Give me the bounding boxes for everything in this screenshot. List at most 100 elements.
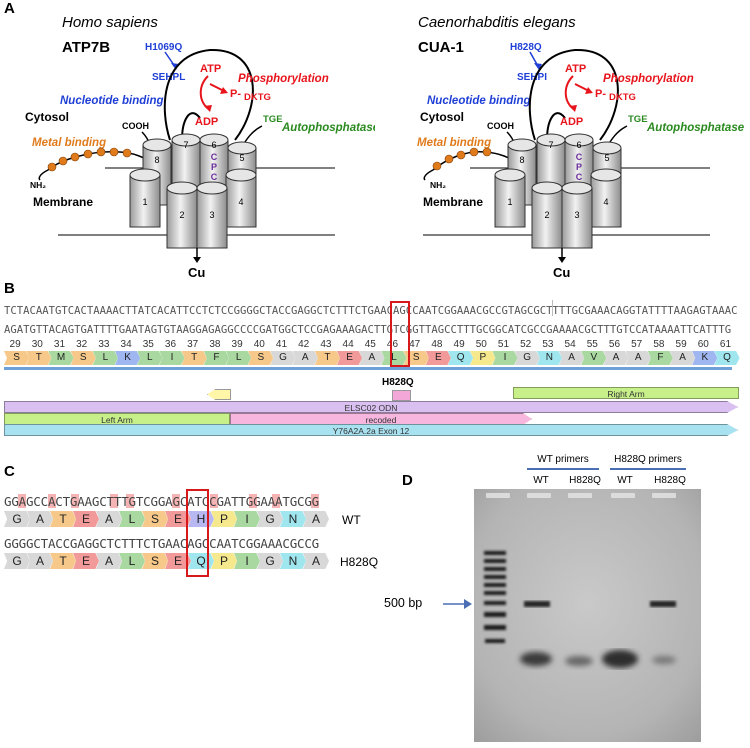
tge-right: TGE bbox=[628, 114, 648, 125]
atp-left: ATP bbox=[200, 63, 221, 75]
helix-5-right: 5 bbox=[604, 153, 609, 163]
helix-3-left: 3 bbox=[209, 210, 214, 220]
aa-position-number: 55 bbox=[586, 339, 598, 350]
amino-acid-cell: M bbox=[48, 351, 74, 365]
phosphorylation-left: Phosphorylation bbox=[238, 73, 329, 85]
amino-acid-cell: E bbox=[165, 511, 191, 527]
aa-position-number: 38 bbox=[209, 339, 221, 350]
cpc-p-right: P bbox=[576, 162, 582, 172]
seq-top-strand: TCTACAATGTCACTAAAACTTATCACATTCCTCTCCGGGG… bbox=[4, 305, 738, 317]
amino-acid-cell: E bbox=[337, 351, 363, 365]
amino-acid-cell: I bbox=[234, 511, 260, 527]
amino-acid-cell: A bbox=[292, 351, 318, 365]
amino-acid-cell: I bbox=[159, 351, 185, 365]
amino-acid-cell: L bbox=[226, 351, 252, 365]
amino-acid-cell: T bbox=[26, 351, 52, 365]
amino-acid-cell: A bbox=[670, 351, 696, 365]
h828q-feature-box bbox=[392, 390, 411, 401]
amino-acid-cell: P bbox=[211, 511, 237, 527]
amino-acid-cell: K bbox=[115, 351, 141, 365]
cooh-right: COOH bbox=[487, 121, 514, 131]
amino-acid-cell: A bbox=[303, 553, 329, 569]
amino-acid-cell: E bbox=[73, 553, 99, 569]
amino-acid-cell: N bbox=[280, 511, 306, 527]
mutation-left: H1069Q bbox=[145, 42, 182, 53]
cpc-c1-left: C bbox=[211, 152, 218, 162]
panel-b-letter: B bbox=[4, 280, 15, 297]
protein-left: ATP7B bbox=[62, 39, 110, 56]
atp-right: ATP bbox=[565, 63, 586, 75]
cu-left: Cu bbox=[188, 265, 205, 280]
lane-2-label: H828Q bbox=[569, 475, 601, 486]
aa-position-number: 56 bbox=[608, 339, 621, 350]
h828q-row-label: H828Q bbox=[340, 555, 379, 569]
aa-position-number: 45 bbox=[364, 339, 376, 350]
aa-position-number: 42 bbox=[298, 339, 310, 350]
amino-acid-cell: G bbox=[270, 351, 296, 365]
right-arm-feature: Right Arm bbox=[513, 387, 739, 399]
amino-acid-cell: A bbox=[559, 351, 585, 365]
amino-acid-cell: A bbox=[96, 511, 122, 527]
amino-acid-cell: A bbox=[303, 511, 329, 527]
amino-acid-cell: F bbox=[647, 351, 673, 365]
exon-12-feature: Y76A2A.2a Exon 12 bbox=[4, 424, 738, 436]
cytosol-left: Cytosol bbox=[25, 110, 69, 124]
amino-acid-cell: G bbox=[4, 511, 30, 527]
amino-acid-cell: T bbox=[314, 351, 340, 365]
panel-a-right-diagram: Caenorhabditis elegans CUA-1 H828Q SEHPI… bbox=[417, 14, 745, 280]
amino-acid-cell: A bbox=[359, 351, 385, 365]
amino-acid-cell: A bbox=[603, 351, 629, 365]
adp-right: ADP bbox=[560, 116, 583, 128]
wt-row-label: WT bbox=[342, 513, 361, 527]
aa-position-number: 40 bbox=[253, 339, 265, 350]
helix-3-right: 3 bbox=[574, 210, 579, 220]
amino-acid-cell: S bbox=[248, 351, 274, 365]
amino-acid-cell: L bbox=[119, 511, 145, 527]
wt-primers-label: WT primers bbox=[537, 454, 589, 465]
aa-position-number: 46 bbox=[386, 339, 399, 350]
aa-position-number: 32 bbox=[76, 339, 88, 350]
lane-3-label: WT bbox=[617, 475, 633, 486]
helix-5-left: 5 bbox=[239, 153, 244, 163]
amino-acid-cell: Q bbox=[448, 351, 474, 365]
h828q-feature-label: H828Q bbox=[382, 377, 414, 388]
tge-left: TGE bbox=[263, 114, 283, 125]
panel-c-highlight-box bbox=[186, 489, 209, 577]
wt-primers-underline bbox=[527, 468, 599, 470]
helix-6-left: 6 bbox=[211, 140, 216, 150]
aa-position-number: 43 bbox=[320, 339, 332, 350]
aa-position-number: 59 bbox=[675, 339, 687, 350]
nh2-left: NH₂ bbox=[30, 180, 46, 190]
metal-binding-left: Metal binding bbox=[32, 137, 106, 149]
amino-acid-cell: G bbox=[4, 553, 30, 569]
amino-acid-cell: G bbox=[257, 511, 283, 527]
helix-4-left: 4 bbox=[238, 197, 243, 207]
helix-1-right: 1 bbox=[507, 197, 512, 207]
amino-acid-cell: L bbox=[92, 351, 118, 365]
motif-right: SEHPI bbox=[517, 72, 547, 83]
amino-acid-cell: L bbox=[381, 351, 407, 365]
top-strand-cursor bbox=[552, 300, 553, 316]
seq-bottom-strand: AGATGTTACAGTGATTTTGAATAGTGTAAGGAGAGGCCCC… bbox=[4, 324, 732, 336]
amino-acid-cell: F bbox=[203, 351, 229, 365]
aa-position-number: 57 bbox=[631, 339, 643, 350]
aa-position-number: 53 bbox=[542, 339, 554, 350]
metal-binding-right: Metal binding bbox=[417, 137, 491, 149]
aa-position-number: 33 bbox=[98, 339, 110, 350]
h828q-dna-sequence: GGGGCTACCGAGGCTCTTTCTGAACAGCCAATCGGAAACG… bbox=[4, 536, 320, 551]
dktg-left: DKTG bbox=[244, 92, 271, 103]
aa-position-number: 50 bbox=[475, 339, 487, 350]
panel-d-letter: D bbox=[402, 472, 413, 489]
cu-right: Cu bbox=[553, 265, 570, 280]
amino-acid-cell: T bbox=[50, 553, 76, 569]
helix-1-left: 1 bbox=[142, 197, 147, 207]
lane-4-label: H828Q bbox=[654, 475, 686, 486]
panel-c-letter: C bbox=[4, 463, 15, 480]
amino-acid-cell: E bbox=[425, 351, 451, 365]
aa-position-number: 54 bbox=[564, 339, 576, 350]
amino-acid-cell: T bbox=[50, 511, 76, 527]
amino-acid-cell: S bbox=[142, 511, 168, 527]
membrane-left: Membrane bbox=[33, 195, 93, 209]
aa-position-number: 36 bbox=[164, 339, 177, 350]
